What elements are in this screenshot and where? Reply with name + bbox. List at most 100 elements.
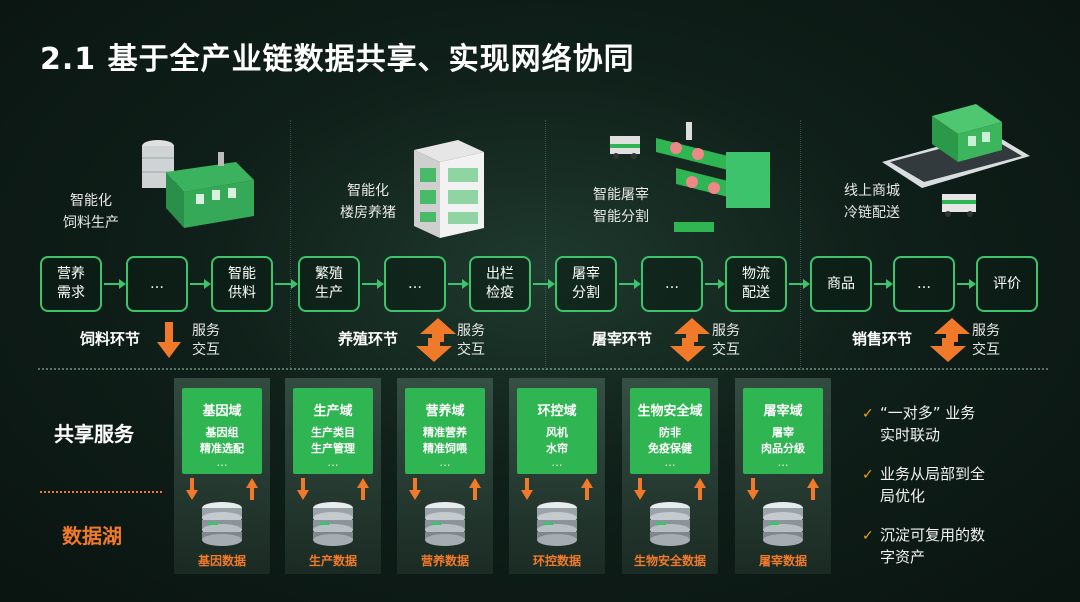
domain-line: 精准营养	[423, 426, 467, 439]
data-store-name: 基因数据	[197, 554, 246, 568]
section-divider	[38, 368, 1048, 370]
data-store-name: 屠宰数据	[758, 554, 807, 568]
domain-column[interactable]: 营养域精准营养精准饲喂…营养数据	[397, 378, 493, 574]
feed-factory-illustration	[142, 140, 254, 228]
process-step-breeding[interactable]: 繁殖 生产	[298, 256, 360, 312]
domain-column[interactable]: 基因域基因组精准选配… 基因数据	[174, 378, 270, 574]
domain-column[interactable]: 环控域风机水帘…环控数据	[509, 378, 605, 574]
database-icon	[650, 502, 690, 546]
orange-up-arrow-icon	[469, 478, 481, 500]
domain-more: …	[439, 456, 451, 469]
data-lake-label: 数据湖	[62, 524, 122, 548]
background-grid	[0, 120, 1080, 370]
domain-card[interactable]: 生产域生产类目生产管理…	[293, 388, 373, 474]
database-icon	[202, 502, 242, 546]
domain-more: …	[777, 456, 789, 469]
domain-line: 精准选配	[200, 442, 244, 455]
service-exchange-label: 服务 交互	[457, 323, 485, 358]
orange-down-arrow-icon	[157, 322, 181, 358]
domain-column[interactable]: 生物安全域防非免疫保健… 生物安全数据	[622, 378, 718, 574]
domain-more: …	[216, 456, 228, 469]
check-icon: ✓	[862, 467, 874, 483]
orange-up-arrow-icon	[581, 478, 593, 500]
domain-more: …	[551, 456, 563, 469]
service-exchange-label: 服务 交互	[192, 323, 220, 358]
domain-card[interactable]: 生物安全域防非免疫保健…	[630, 388, 710, 474]
domain-line: 防非	[659, 426, 681, 439]
orange-divider	[40, 491, 162, 493]
benefit-item: ✓“一对多” 业务 实时联动	[862, 404, 976, 444]
process-connector	[275, 279, 298, 289]
benefit-item: ✓沉淀可复用的数 字资产	[862, 526, 986, 566]
process-step-ellipsis[interactable]: …	[893, 256, 955, 312]
orange-updown-arrow-icon	[930, 318, 970, 362]
process-step-ellipsis[interactable]: …	[384, 256, 446, 312]
domain-line: 生产管理	[311, 442, 355, 455]
process-connector	[957, 279, 976, 289]
domain-card[interactable]: 基因域基因组精准选配…	[182, 388, 262, 474]
orange-down-arrow-icon	[297, 478, 309, 500]
orange-up-arrow-icon	[357, 478, 369, 500]
process-step-review[interactable]: 评价	[976, 256, 1038, 312]
orange-up-arrow-icon	[694, 478, 706, 500]
feed-production-caption: 智能化 饲料生产	[63, 193, 119, 231]
process-connector	[705, 279, 725, 289]
domain-line: 免疫保健	[648, 442, 692, 455]
domain-title: 基因域	[202, 404, 242, 419]
benefit-item: ✓业务从局部到全 局优化	[862, 465, 986, 505]
orange-down-arrow-icon	[747, 478, 759, 500]
page-title: 2.1 基于全产业链数据共享、实现网络协同	[40, 42, 635, 77]
database-icon	[763, 502, 803, 546]
process-connector	[448, 279, 469, 289]
process-connector	[619, 279, 641, 289]
domain-more: …	[664, 456, 676, 469]
orange-updown-arrow-icon	[670, 318, 710, 362]
database-icon	[313, 502, 353, 546]
domain-title: 生物安全域	[637, 404, 703, 419]
domain-title: 生产域	[313, 404, 353, 419]
shared-services-label: 共享服务	[54, 422, 134, 446]
database-icon	[537, 502, 577, 546]
process-connector	[874, 279, 893, 289]
domain-line: 精准饲喂	[423, 442, 467, 455]
orange-updown-arrow-icon	[416, 318, 456, 362]
process-step-ellipsis[interactable]: …	[126, 256, 188, 312]
domain-column[interactable]: 生产域生产类目生产管理… 生产数据	[285, 378, 381, 574]
service-exchange-label: 服务 交互	[972, 323, 1000, 358]
online-store-illustration	[882, 104, 1030, 217]
domain-card[interactable]: 屠宰域屠宰肉品分级…	[743, 388, 823, 474]
domain-line: 屠宰	[772, 426, 794, 439]
slaughter-line-illustration	[610, 122, 770, 232]
slaughter-caption: 智能屠宰 智能分割	[593, 187, 649, 225]
orange-up-arrow-icon	[807, 478, 819, 500]
process-connector	[104, 279, 126, 289]
process-step-nutrition-demand[interactable]: 营养 需求	[40, 256, 102, 312]
data-store-name: 生产数据	[308, 554, 357, 568]
domain-more: …	[327, 456, 339, 469]
online-mall-caption: 线上商城 冷链配送	[844, 183, 900, 221]
domain-line: 生产类目	[311, 426, 355, 439]
process-step-logistics[interactable]: 物流 配送	[725, 256, 787, 312]
domain-title: 环控域	[537, 404, 577, 419]
domain-title: 营养域	[425, 404, 465, 419]
stage-label-sales: 销售环节	[852, 330, 913, 348]
stage-label-feed: 饲料环节	[80, 330, 141, 348]
process-step-quarantine[interactable]: 出栏 检疫	[469, 256, 531, 312]
domain-line: 基因组	[205, 426, 239, 439]
pig-building-illustration	[414, 140, 484, 238]
process-step-ellipsis[interactable]: …	[641, 256, 703, 312]
process-step-goods[interactable]: 商品	[810, 256, 872, 312]
benefits-list: ✓“一对多” 业务 实时联动 ✓业务从局部到全 局优化 ✓沉淀可复用的数 字资产	[862, 402, 1062, 585]
data-store-name: 生物安全数据	[633, 554, 706, 568]
domain-card[interactable]: 营养域精准营养精准饲喂…	[405, 388, 485, 474]
orange-up-arrow-icon	[246, 478, 258, 500]
domain-title: 屠宰域	[763, 404, 803, 419]
orange-down-arrow-icon	[521, 478, 533, 500]
orange-down-arrow-icon	[186, 478, 198, 500]
domain-card[interactable]: 环控域风机水帘…	[517, 388, 597, 474]
process-step-smart-feeding[interactable]: 智能 供料	[211, 256, 273, 312]
process-connector	[190, 279, 211, 289]
process-step-slaughter[interactable]: 屠宰 分割	[555, 256, 617, 312]
check-icon: ✓	[862, 528, 874, 544]
domain-column[interactable]: 屠宰域屠宰肉品分级…屠宰数据	[735, 378, 831, 574]
